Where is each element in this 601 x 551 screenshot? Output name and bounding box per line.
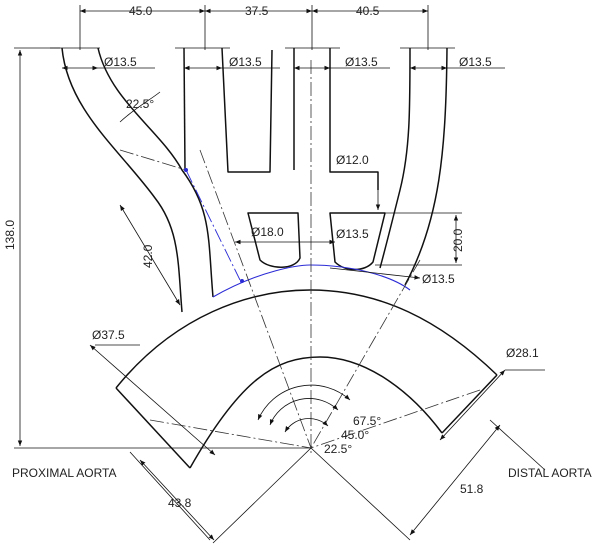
- dim-length-42: 42.0: [141, 244, 155, 268]
- dimension-labels: 45.0 37.5 40.5 Ø13.5 Ø13.5 Ø13.5 Ø13.5 2…: [3, 4, 539, 510]
- part-outline: [61, 47, 498, 469]
- dim-top-40-5: 40.5: [356, 4, 380, 18]
- dim-top-45: 45.0: [129, 4, 153, 18]
- dim-height-20: 20.0: [451, 228, 465, 252]
- dim-dia-18: Ø18.0: [251, 225, 284, 239]
- dim-dia-13-5-center: Ø13.5: [336, 227, 369, 241]
- dim-angle-45: 45.0°: [341, 428, 369, 442]
- dim-angle-branch: 22.5°: [126, 97, 154, 111]
- dimension-lines: [14, 5, 546, 544]
- dim-dia-37-5: Ø37.5: [92, 328, 125, 342]
- label-proximal-aorta: PROXIMAL AORTA: [12, 466, 116, 480]
- label-distal-aorta: DISTAL AORTA: [508, 466, 592, 480]
- dim-length-43-8: 43.8: [168, 496, 192, 510]
- region-labels: PROXIMAL AORTA DISTAL AORTA: [12, 466, 592, 480]
- dim-height-138: 138.0: [3, 220, 17, 250]
- dim-dia-12: Ø12.0: [336, 153, 369, 167]
- dim-dia-28-1: Ø28.1: [506, 346, 539, 360]
- dim-branch-dia-2: Ø13.5: [229, 55, 262, 69]
- dim-length-51-8: 51.8: [460, 482, 484, 496]
- dim-branch-dia-4: Ø13.5: [459, 55, 492, 69]
- dim-angle-22-5: 22.5°: [324, 442, 352, 456]
- dim-angle-67-5: 67.5°: [353, 414, 381, 428]
- dim-branch-dia-1: Ø13.5: [104, 55, 137, 69]
- dim-top-37-5: 37.5: [245, 4, 269, 18]
- dim-branch-dia-3: Ø13.5: [345, 55, 378, 69]
- dim-dia-13-5-right: Ø13.5: [422, 272, 455, 286]
